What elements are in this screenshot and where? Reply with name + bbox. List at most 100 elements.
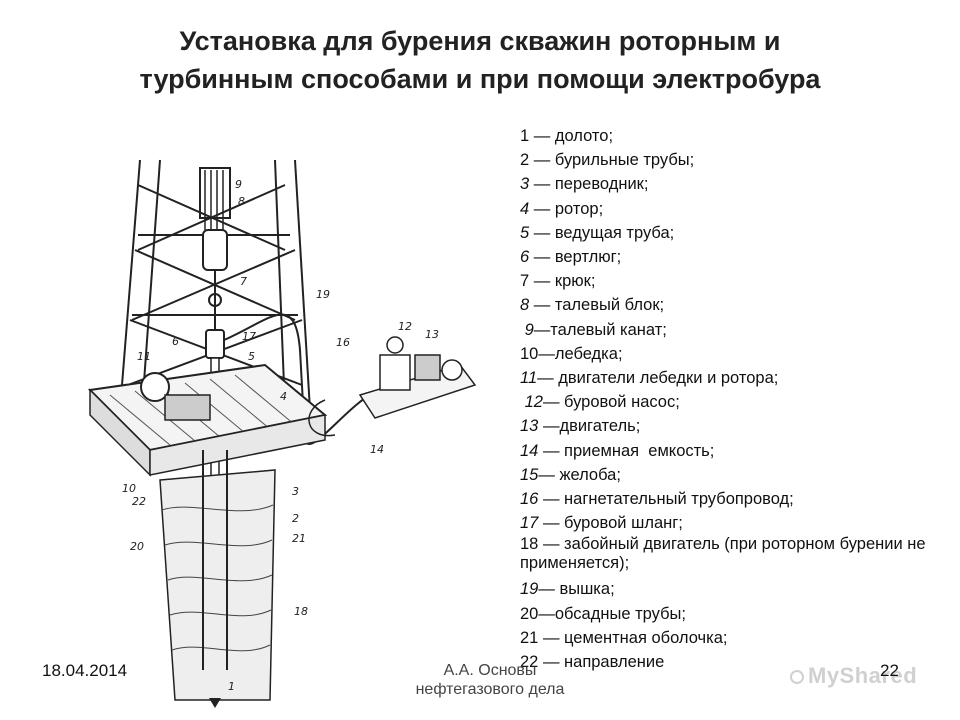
legend-number: 19: [520, 580, 539, 599]
legend-item: 12— буровой насос;: [520, 390, 940, 414]
legend-text: —двигатель;: [538, 417, 641, 436]
callout-12: 12: [398, 320, 412, 333]
legend-text: — вышка;: [538, 580, 615, 599]
legend-text: — направление: [538, 653, 665, 672]
legend-number: 9: [520, 320, 534, 339]
legend-number: 11: [520, 369, 538, 388]
legend-item: 19— вышка;: [520, 577, 940, 601]
callout-9: 9: [235, 178, 242, 191]
drilling-rig-diagram: 1 2 3 4 5 6 7 8 9 10 11 12 13 14 16 17 1…: [87, 159, 477, 708]
callout-6: 6: [172, 335, 179, 348]
legend-text: — ведущая труба;: [529, 223, 675, 242]
title-line-2: турбинным способами и при помощи электро…: [139, 64, 821, 94]
callout-21: 21: [292, 532, 306, 545]
callout-7: 7: [240, 275, 247, 288]
legend-item: 3 — переводник;: [520, 172, 940, 196]
callout-1: 1: [228, 680, 235, 693]
legend-item: 20—обсадные трубы;: [520, 602, 940, 626]
footer-author-line-2: нефтегазового дела: [415, 681, 565, 698]
legend-number: 7: [520, 272, 530, 291]
legend-item: 16 — нагнетательный трубопровод;: [520, 487, 940, 511]
legend-number: 18: [520, 535, 539, 554]
watermark-logo: MyShared: [790, 663, 917, 689]
legend-text: — крюк;: [529, 272, 596, 291]
legend-text: — забойный двигатель (при роторном бурен…: [520, 535, 926, 573]
page-number: 22: [880, 661, 899, 680]
callout-10: 10: [122, 482, 136, 495]
callout-8: 8: [238, 195, 245, 208]
legend-item: 11— двигатели лебедки и ротора;: [520, 366, 940, 390]
watermark-text: MyShared: [808, 663, 918, 688]
legend-text: — нагнетательный трубопровод;: [538, 490, 794, 509]
legend-number: 3: [520, 175, 530, 194]
legend-item: 13 —двигатель;: [520, 414, 940, 438]
slide-title: Установка для бурения скважин роторным и…: [40, 22, 920, 98]
callout-3: 3: [292, 485, 299, 498]
legend-number: 14: [520, 441, 539, 460]
legend-number: 6: [520, 248, 530, 267]
callout-4: 4: [280, 390, 287, 403]
legend-list: 1 — долото; 2 — бурильные трубы; 3 — пер…: [520, 124, 940, 674]
legend-item: 6 — вертлюг;: [520, 245, 940, 269]
legend-item: 9—талевый канат;: [520, 318, 940, 342]
callout-22: 22: [132, 495, 146, 508]
legend-number: 12: [520, 393, 543, 412]
legend-number: 15: [520, 465, 539, 484]
legend-item: 5 — ведущая труба;: [520, 221, 940, 245]
legend-number: 1: [520, 127, 530, 145]
legend-number: 10: [520, 344, 539, 363]
legend-number: 5: [520, 223, 530, 242]
legend-item: 21 — цементная оболочка;: [520, 626, 940, 650]
legend-text: — буровой шланг;: [538, 514, 683, 533]
watermark-icon: [790, 670, 804, 685]
callout-19: 19: [316, 288, 330, 301]
legend-number: 17: [520, 514, 539, 533]
legend-text: —обсадные трубы;: [538, 604, 686, 623]
callout-2: 2: [292, 512, 299, 525]
legend-number: 13: [520, 417, 539, 436]
legend-item: 22 — направление: [520, 650, 940, 674]
legend-text: — талевый блок;: [529, 296, 665, 315]
legend-text: — приемная емкость;: [538, 441, 715, 460]
legend-item: 17 — буровой шланг;: [520, 511, 940, 535]
legend-text: — двигатели лебедки и ротора;: [537, 369, 779, 388]
legend-text: — вертлюг;: [529, 248, 622, 267]
callout-14: 14: [370, 443, 384, 456]
legend-item: 4 — ротор;: [520, 197, 940, 221]
legend-number: 22: [520, 653, 539, 672]
legend-text: — бурильные трубы;: [529, 151, 695, 170]
legend-item: 10—лебедка;: [520, 342, 940, 366]
legend-item: 18 — забойный двигатель (при роторном бу…: [520, 535, 940, 573]
legend-item: 1 — долото;: [520, 124, 940, 148]
callout-17: 17: [242, 330, 256, 343]
legend-item: 15— желоба;: [520, 463, 940, 487]
legend-text: — буровой насос;: [542, 393, 680, 412]
title-line-1: Установка для бурения скважин роторным и: [179, 26, 781, 56]
callout-13: 13: [425, 328, 439, 341]
legend-text: —талевый канат;: [533, 320, 667, 339]
legend-number: 20: [520, 604, 539, 623]
callout-11: 11: [137, 350, 151, 363]
legend-number: 2: [520, 151, 530, 170]
callout-18: 18: [294, 605, 308, 618]
legend-text: — цементная оболочка;: [538, 628, 728, 647]
footer-author-line-1: А.А. Основы: [443, 662, 537, 679]
legend-text: — переводник;: [529, 175, 649, 194]
legend-number: 21: [520, 628, 539, 647]
legend-text: — желоба;: [538, 465, 621, 484]
legend-text: — ротор;: [529, 199, 604, 218]
footer-author: А.А. Основы нефтегазового дела: [380, 661, 600, 699]
legend-text: — долото;: [529, 127, 614, 145]
legend-item: 14 — приемная емкость;: [520, 439, 940, 463]
legend-item: 8 — талевый блок;: [520, 293, 940, 317]
callout-5: 5: [248, 350, 255, 363]
callout-20: 20: [130, 540, 144, 553]
legend-item: 2 — бурильные трубы;: [520, 148, 940, 172]
footer-date: 18.04.2014: [42, 661, 128, 680]
legend-text: —лебедка;: [538, 344, 623, 363]
legend-number: 4: [520, 199, 530, 218]
legend-item: 7 — крюк;: [520, 269, 940, 293]
callout-16: 16: [336, 336, 350, 349]
legend-number: 16: [520, 490, 539, 509]
legend-number: 8: [520, 296, 530, 315]
